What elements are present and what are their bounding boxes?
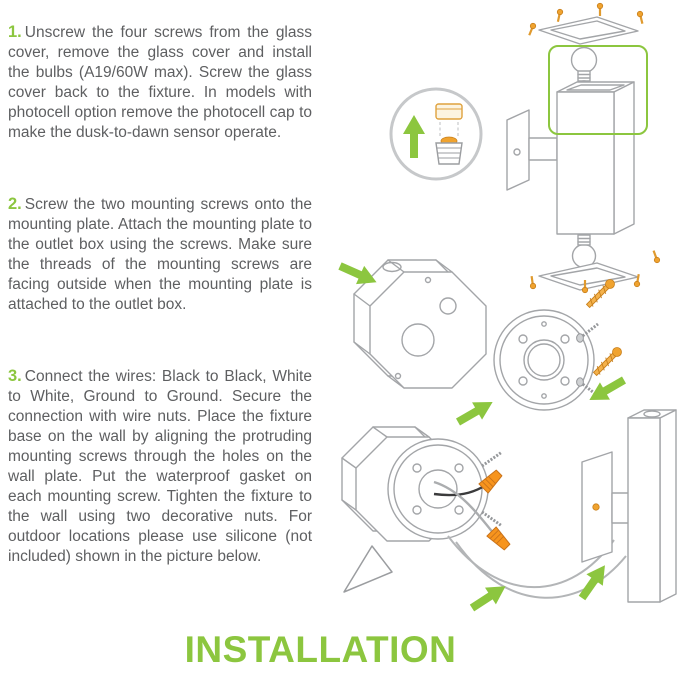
long-wires — [447, 535, 627, 599]
mounting-screw-icon — [585, 279, 615, 309]
step-1-text: Unscrew the four screws from the glass c… — [8, 24, 312, 141]
green-direction-arrow-icon — [466, 577, 511, 617]
white-wire — [433, 480, 495, 535]
screw-icon — [596, 2, 604, 16]
photocell-sensor — [435, 136, 463, 165]
page-title: INSTALLATION — [184, 629, 457, 670]
step-3-number: 3. — [8, 367, 22, 385]
screw-icon — [633, 273, 641, 288]
light-bulb-bottom — [571, 234, 597, 269]
photocell-inset-illustration — [389, 87, 483, 181]
mounting-bracket — [506, 109, 558, 191]
step-1-number: 1. — [8, 23, 22, 41]
outlet-box-illustration — [336, 256, 628, 428]
wall-bracket — [581, 451, 631, 563]
plate-screw — [576, 322, 599, 343]
wall-plate — [387, 438, 489, 540]
light-bulb-top — [570, 46, 598, 86]
step-2: 2.Screw the two mounting screws onto the… — [8, 194, 312, 315]
protruding-mounting-screws — [481, 450, 503, 528]
fixture-exploded-illustration — [506, 2, 661, 294]
silicone-cone-icon — [343, 545, 393, 593]
photocell-cap — [435, 103, 463, 120]
screw-icon — [636, 10, 644, 24]
fixture-body — [556, 81, 635, 235]
screw-icon — [528, 22, 537, 36]
screw-icon — [652, 250, 661, 264]
screw-icon — [529, 275, 537, 290]
step-1: 1.Unscrew the four screws from the glass… — [8, 22, 312, 143]
screw-icon — [581, 280, 589, 294]
green-direction-arrow-icon — [573, 559, 614, 604]
step-3-text: Connect the wires: Black to Black, White… — [8, 368, 312, 565]
glass-cover-top — [538, 16, 639, 45]
wire-nut-icon — [486, 526, 511, 551]
bracket-screw-icon — [592, 503, 600, 511]
outlet-box — [353, 259, 487, 389]
screw-icon — [556, 8, 564, 23]
step-3: 3.Connect the wires: Black to Black, Whi… — [8, 366, 312, 567]
fixture-body — [627, 409, 677, 603]
step-2-text: Screw the two mounting screws onto the m… — [8, 196, 312, 313]
green-up-arrow-icon — [403, 115, 425, 158]
step-2-number: 2. — [8, 195, 22, 213]
mounting-screw-icon — [592, 347, 622, 377]
mounting-plate — [493, 309, 595, 411]
highlight-outline — [548, 45, 648, 135]
wiring-illustration — [341, 409, 677, 617]
wire-nut-icon — [478, 469, 503, 494]
guide-dashes — [439, 122, 459, 137]
